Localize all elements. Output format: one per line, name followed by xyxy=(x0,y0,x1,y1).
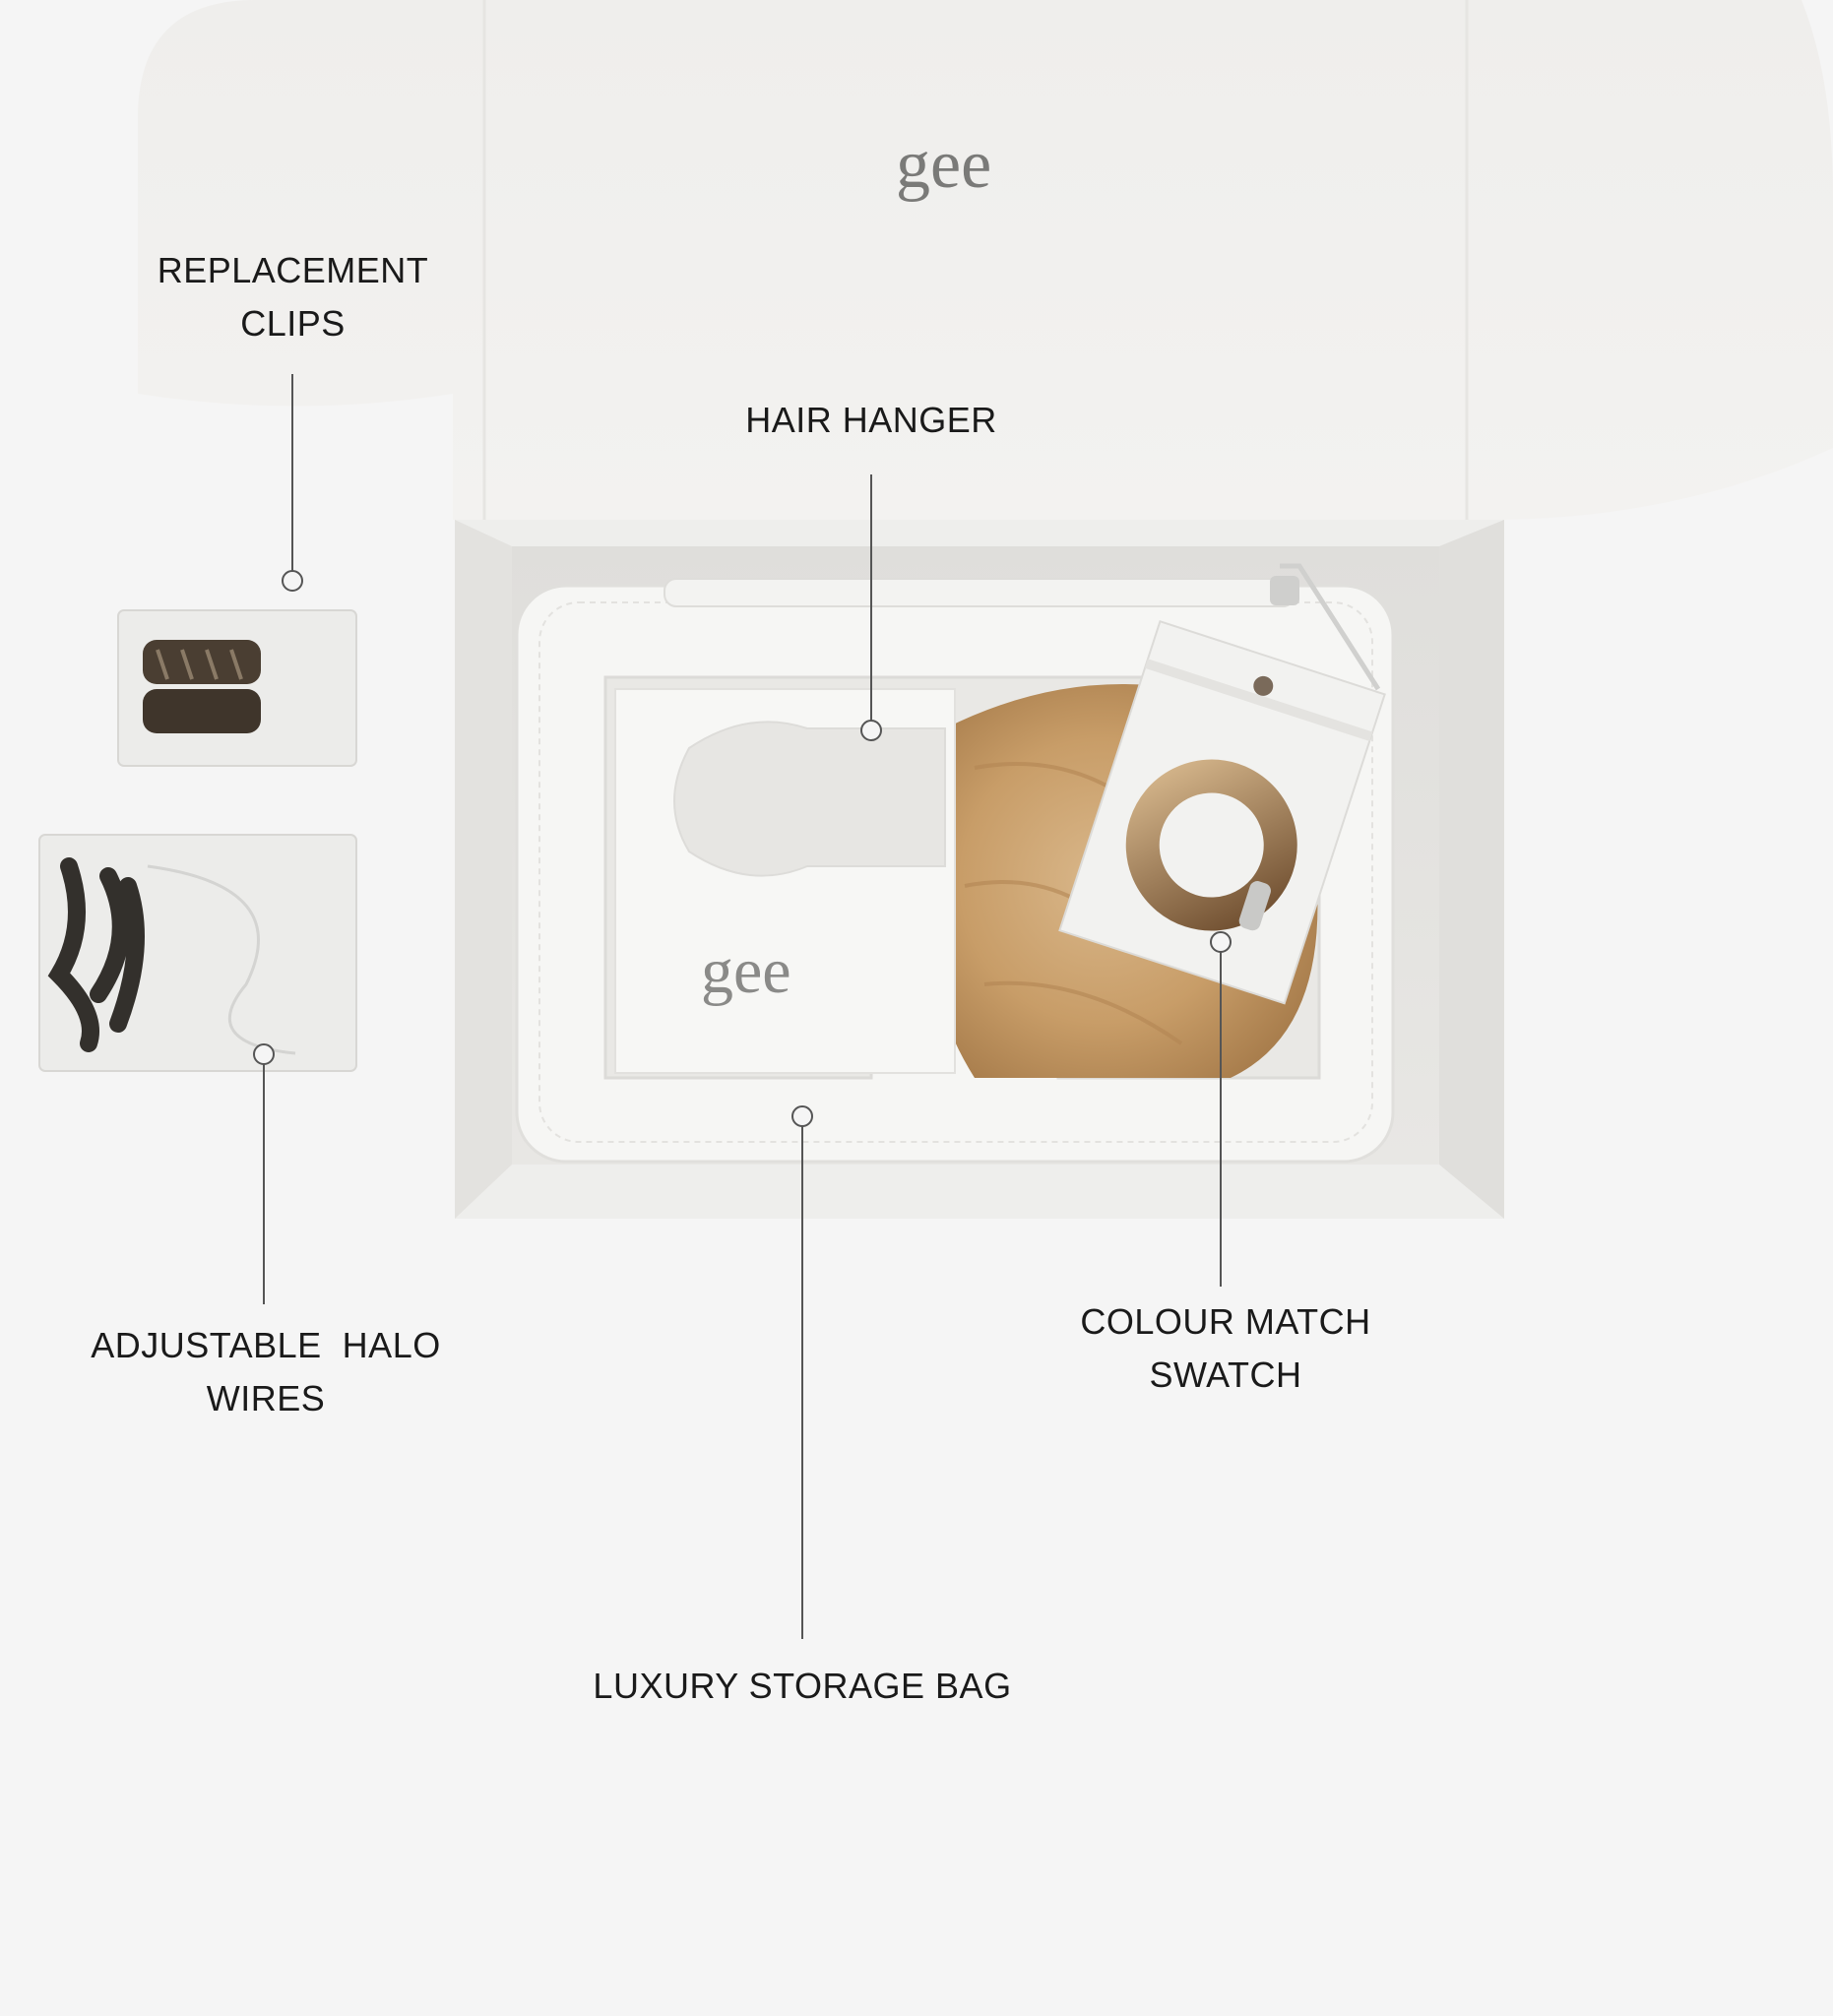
callout-hair-hanger-line1: HAIR HANGER xyxy=(745,400,997,440)
callout-halo-wires-line1: ADJUSTABLE HALO xyxy=(91,1325,441,1365)
leader-dot-clips xyxy=(282,570,303,592)
hair-hanger: gee xyxy=(614,688,956,1074)
callout-halo-wires-line2: WIRES xyxy=(206,1378,326,1418)
callout-colour-swatch-line2: SWATCH xyxy=(1149,1354,1302,1395)
callout-storage-bag-line1: LUXURY STORAGE BAG xyxy=(593,1666,1012,1706)
callout-replacement-clips-line1: REPLACEMENT xyxy=(157,250,429,290)
lid-logo: gee xyxy=(896,127,991,203)
callout-replacement-clips-line2: CLIPS xyxy=(240,303,346,344)
leader-dot-halo xyxy=(253,1043,275,1065)
callout-hair-hanger: HAIR HANGER xyxy=(689,394,1053,447)
box-lid xyxy=(138,0,1833,521)
replacement-clips-bag xyxy=(117,609,357,767)
leader-dot-swatch xyxy=(1210,931,1232,953)
leader-dot-hanger xyxy=(860,720,882,741)
leader-dot-bag xyxy=(791,1105,813,1127)
callout-colour-swatch-line1: COLOUR MATCH xyxy=(1080,1301,1371,1342)
colour-swatch-bag xyxy=(1058,619,1386,1005)
callout-storage-bag: LUXURY STORAGE BAG xyxy=(561,1660,1043,1713)
callout-halo-wires: ADJUSTABLE HALO WIRES xyxy=(39,1319,492,1425)
hanger-logo: gee xyxy=(701,935,791,1007)
callout-replacement-clips: REPLACEMENT CLIPS xyxy=(118,244,468,350)
callout-colour-swatch: COLOUR MATCH SWATCH xyxy=(1024,1295,1427,1402)
halo-wires-bag xyxy=(38,834,357,1072)
